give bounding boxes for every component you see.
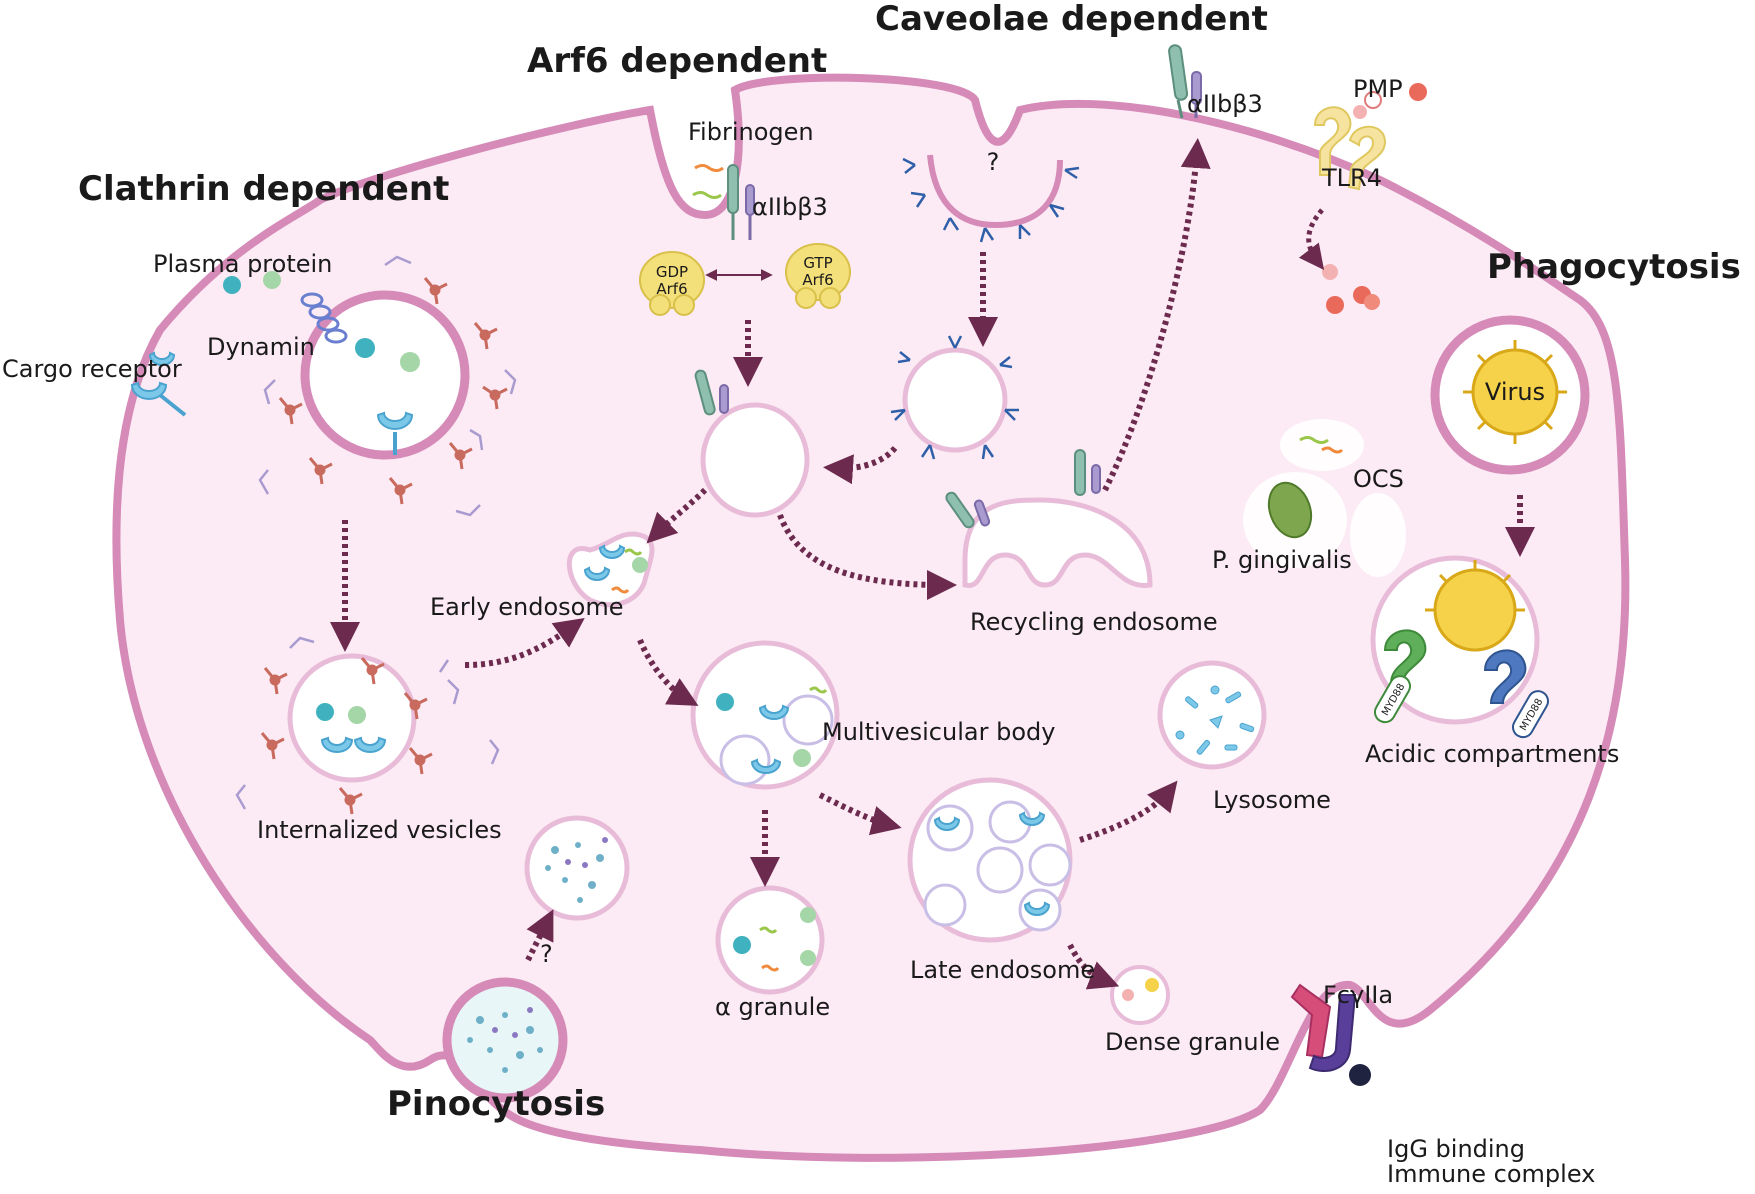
label-pmp: PMP xyxy=(1353,75,1403,103)
caveolae-integrin-icon xyxy=(1168,44,1202,119)
internalized-vesicle xyxy=(235,636,500,815)
flow-arrows xyxy=(330,138,1535,990)
label-dense-granule: Dense granule xyxy=(1105,1028,1280,1056)
label-igg-binding: IgG binding xyxy=(1387,1135,1525,1163)
plasma-protein-dot xyxy=(223,276,241,294)
gdp-arf6-badge: GDP Arf6 xyxy=(639,251,705,316)
plasma-protein-dot xyxy=(263,271,281,289)
title-phagocytosis: Phagocytosis xyxy=(1487,247,1741,287)
early-endosome xyxy=(566,531,655,608)
question-mark: ? xyxy=(987,148,1000,176)
clathrin-brackets xyxy=(258,255,517,517)
plasma-protein-dot xyxy=(355,338,375,358)
caveolae-vesicle xyxy=(890,335,1019,460)
label-lysosome: Lysosome xyxy=(1213,786,1331,814)
recycling-endosome xyxy=(945,449,1153,588)
dynamin-icon xyxy=(300,292,348,344)
clathrin-triskelia xyxy=(278,277,508,505)
label-immune-complex: Immune complex xyxy=(1387,1160,1595,1188)
label-alpha-granule: α granule xyxy=(715,993,830,1021)
caveola-pit: ? xyxy=(902,148,1080,243)
title-caveolae: Caveolae dependent xyxy=(875,0,1268,39)
arf6-text: Arf6 xyxy=(656,280,687,298)
alpha-granule xyxy=(715,885,825,995)
arf6-integrin-icon xyxy=(692,164,755,240)
label-ocs: OCS xyxy=(1353,465,1404,493)
plasma-protein-dot xyxy=(400,352,420,372)
label-internalized-vesicles: Internalized vesicles xyxy=(257,816,502,844)
label-recycling-endosome: Recycling endosome xyxy=(970,608,1218,636)
label-multivesicular-body: Multivesicular body xyxy=(822,718,1055,746)
tlr-blue-icon xyxy=(1483,649,1527,704)
label-dynamin: Dynamin xyxy=(207,333,315,361)
label-tlr4: TLR4 xyxy=(1321,164,1382,192)
ocs-vesicle xyxy=(1280,419,1364,471)
lysosome xyxy=(1157,660,1267,770)
label-late-endosome: Late endosome xyxy=(910,956,1095,984)
cell-membrane xyxy=(112,73,1630,1162)
title-pinocytosis: Pinocytosis xyxy=(387,1084,605,1124)
pmp-particles xyxy=(1322,83,1427,314)
question-mark: ? xyxy=(540,940,553,968)
virus-label: Virus xyxy=(1485,378,1545,406)
dense-granule xyxy=(1110,965,1170,1025)
label-fcgiia: FcγIIa xyxy=(1323,981,1393,1009)
arf6-vesicle xyxy=(694,369,810,518)
label-p-gingivalis: P. gingivalis xyxy=(1212,546,1352,574)
label-integrin-arf6: αIIbβ3 xyxy=(752,193,828,221)
pinocytosis-vesicle xyxy=(442,977,568,1103)
gtp-arf6-badge: GTP Arf6 xyxy=(785,243,851,309)
phagosome: Virus xyxy=(1430,315,1590,475)
title-clathrin: Clathrin dependent xyxy=(78,169,449,209)
label-acidic-compartments: Acidic compartments xyxy=(1365,740,1619,768)
virus-icon: Virus xyxy=(1463,340,1567,444)
label-early-endosome: Early endosome xyxy=(430,593,623,621)
clathrin-pit xyxy=(258,255,517,517)
gtp-text: GTP xyxy=(803,254,832,272)
multivesicular-body xyxy=(690,640,840,790)
bacterium-icon xyxy=(1267,481,1313,539)
label-integrin-caveolae: αIIbβ3 xyxy=(1187,90,1263,118)
pinocytic-vesicle xyxy=(524,815,630,921)
tlr4-icon xyxy=(1313,106,1387,191)
arf6-text: Arf6 xyxy=(802,271,833,289)
label-cargo-receptor: Cargo receptor xyxy=(2,355,182,383)
immune-complex-icon xyxy=(1349,1064,1371,1086)
label-fibrinogen: Fibrinogen xyxy=(688,118,814,146)
p-gingivalis-vesicle xyxy=(1243,472,1406,577)
cargo-receptor-outside-icon xyxy=(130,351,187,417)
title-arf6: Arf6 dependent xyxy=(527,41,827,81)
cargo-receptor-icon xyxy=(376,411,414,455)
label-plasma-protein: Plasma protein xyxy=(153,250,332,278)
late-endosome xyxy=(907,777,1073,943)
acidic-compartment: MYD88 MYD88 xyxy=(1370,555,1549,739)
gdp-text: GDP xyxy=(656,263,688,281)
fcgiia-receptor-icon xyxy=(1290,983,1371,1086)
